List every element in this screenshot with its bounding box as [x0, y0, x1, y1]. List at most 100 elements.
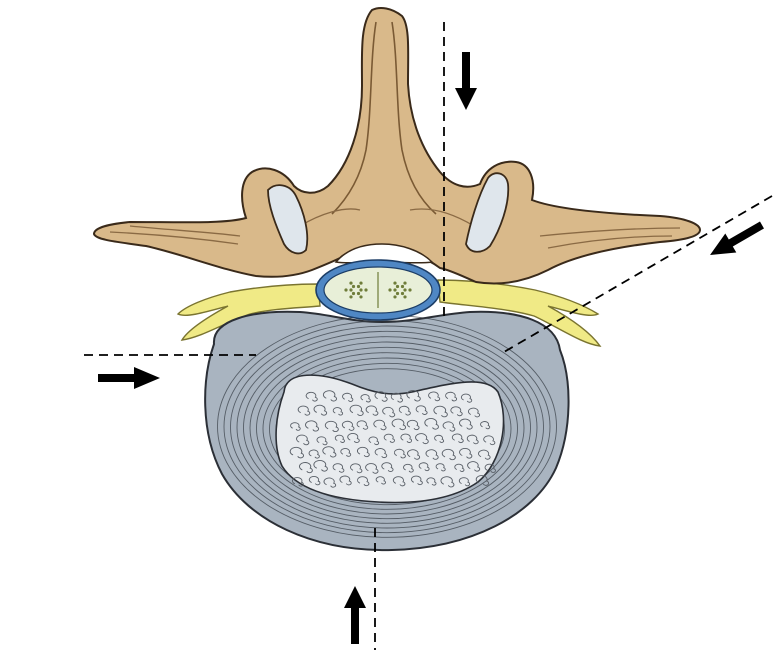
nucleus-swirl — [475, 475, 490, 486]
arrow-from-bottom — [344, 586, 366, 644]
annulus-ring — [230, 325, 544, 529]
posterior-arch — [92, 7, 702, 285]
right-transverse-shading — [539, 227, 681, 249]
nucleus-swirl — [459, 418, 473, 430]
nucleus-swirl — [292, 477, 304, 487]
nucleus-swirl — [390, 392, 403, 403]
nucleus-swirl — [451, 433, 464, 444]
nucleus-swirl — [341, 420, 355, 431]
nucleus-swirl — [323, 477, 337, 488]
grey-matter-dot — [393, 295, 397, 299]
grey-matter-dot — [356, 291, 361, 296]
nucleus-swirl — [375, 476, 386, 485]
grey-matter-dot — [359, 288, 363, 292]
nucleus-swirl — [454, 463, 465, 472]
left-transverse-shading — [109, 225, 241, 245]
nucleus-swirl — [322, 446, 337, 458]
grey-matter-dot — [393, 281, 397, 285]
annulus-ring — [223, 320, 551, 534]
nucleus-swirl — [415, 433, 429, 445]
nucleus-swirl — [313, 460, 328, 472]
grey-matter-dot — [359, 281, 363, 285]
nucleus-swirl — [373, 419, 387, 431]
grey-matter-dot — [388, 288, 392, 292]
arrow-from-right — [710, 221, 764, 255]
vertebral-arch — [92, 7, 702, 285]
nucleus-swirl — [365, 463, 379, 474]
nucleus-swirl — [382, 406, 396, 418]
left-facet-joint — [267, 184, 309, 255]
left-nerve-root — [176, 283, 321, 341]
nucleus-swirl — [324, 420, 339, 433]
nucleus-swirl — [418, 462, 430, 472]
nucleus-swirl — [339, 475, 352, 486]
spinal-cord — [315, 259, 441, 321]
nucleus-swirl — [305, 420, 319, 432]
nucleus-swirl — [445, 391, 457, 402]
nucleus-texture — [289, 390, 496, 488]
grey-matter-dot — [403, 288, 407, 292]
grey-matter-dot — [351, 291, 356, 296]
nucleus-swirl — [381, 462, 394, 472]
nucleus-swirl — [356, 420, 369, 430]
grey-matter-dot — [349, 288, 353, 292]
annulus-ring — [262, 352, 512, 506]
nucleus-swirl — [433, 405, 448, 418]
nucleus-swirl — [403, 463, 414, 473]
nucleus-swirl — [424, 418, 439, 430]
nucleus-swirl — [466, 434, 479, 445]
annulus-rings — [217, 314, 557, 538]
nucleus-swirl — [459, 448, 473, 459]
nucleus-swirl — [374, 391, 388, 402]
nucleus-swirl — [450, 406, 463, 417]
grey-matter-dot — [359, 295, 363, 299]
nucleus-swirl — [458, 477, 471, 487]
grey-matter-dot — [393, 288, 397, 292]
dashed-line-right — [503, 195, 773, 353]
nucleus-swirl — [313, 404, 328, 416]
right-nerve-root — [437, 279, 602, 347]
grey-matter-dot — [400, 291, 405, 296]
nucleus-swirl — [440, 476, 455, 488]
nucleus-swirl — [480, 421, 491, 430]
nucleus-swirl — [368, 436, 380, 446]
nucleus-swirl — [296, 434, 310, 446]
nucleus-swirl — [290, 422, 301, 431]
nucleus-pulposus — [275, 374, 505, 504]
nucleus-swirl — [460, 393, 473, 403]
approach-lines — [84, 22, 773, 650]
nucleus-swirl — [308, 449, 320, 459]
cord-grey-matter — [344, 281, 412, 299]
nucleus-swirl — [316, 436, 328, 446]
right-facet-joint — [465, 172, 510, 253]
grey-matter-dot — [403, 281, 407, 285]
nucleus-swirl — [297, 405, 311, 416]
nucleus-swirl — [478, 449, 491, 460]
nerve-roots — [176, 279, 602, 347]
nucleus-swirl — [305, 391, 318, 402]
annulus-ring — [256, 346, 518, 510]
grey-matter-dot — [403, 295, 407, 299]
grey-matter-dot — [400, 284, 405, 289]
nucleus-swirl — [428, 391, 441, 402]
nucleus-swirl — [410, 475, 423, 486]
arrow-from-top — [455, 52, 477, 110]
nucleus-swirl — [332, 407, 344, 416]
grey-matter-dot — [349, 295, 353, 299]
grey-matter-dot — [364, 288, 368, 292]
nucleus-swirl — [406, 390, 421, 402]
nucleus-swirl — [360, 394, 371, 403]
grey-matter-dot — [351, 284, 356, 289]
nucleus-swirl — [374, 448, 388, 459]
nucleus-swirl — [289, 446, 304, 459]
intervertebral-disc — [204, 310, 570, 552]
nucleus-swirl — [415, 405, 428, 415]
nucleus-swirl — [441, 448, 456, 461]
nucleus-swirl — [425, 449, 439, 460]
nucleus-swirl — [407, 449, 421, 460]
nucleus-swirl — [442, 421, 456, 432]
spinous-ridge-right — [391, 21, 437, 215]
nucleus-swirl — [400, 433, 413, 443]
nucleus-swirl — [347, 433, 360, 443]
